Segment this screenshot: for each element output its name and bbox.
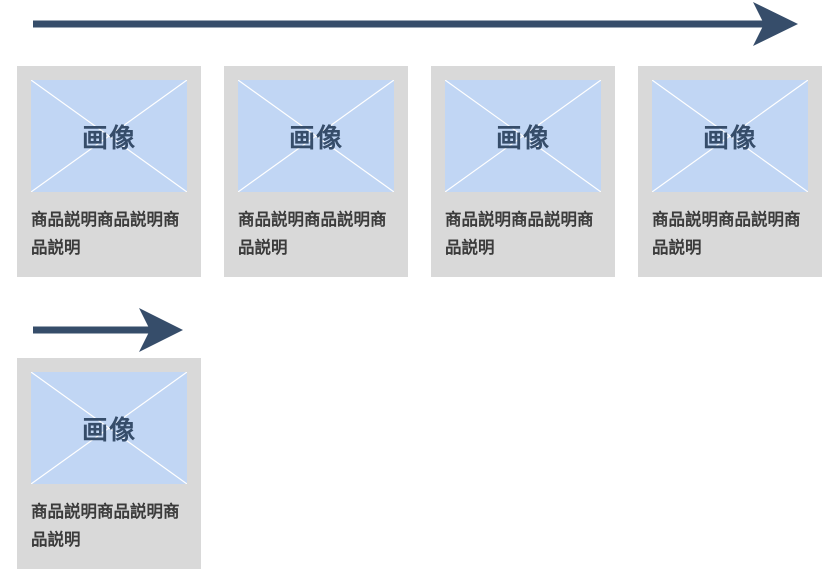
product-card[interactable]: 画像 商品説明商品説明商品説明 <box>17 66 201 277</box>
product-card[interactable]: 画像 商品説明商品説明商品説明 <box>224 66 408 277</box>
image-placeholder: 画像 <box>445 80 601 192</box>
product-description: 商品説明商品説明商品説明 <box>31 210 180 257</box>
product-card[interactable]: 画像 商品説明商品説明商品説明 <box>431 66 615 277</box>
flow-arrow-row1 <box>33 2 798 46</box>
image-label: 画像 <box>288 123 343 154</box>
image-label: 画像 <box>81 415 136 446</box>
image-label: 画像 <box>81 123 136 154</box>
product-description: 商品説明商品説明商品説明 <box>652 210 801 257</box>
placeholder-cross-icon <box>31 80 187 192</box>
placeholder-cross-icon <box>445 80 601 192</box>
flow-arrow-row2 <box>33 308 183 352</box>
product-card[interactable]: 画像 商品説明商品説明商品説明 <box>17 358 201 569</box>
product-description: 商品説明商品説明商品説明 <box>31 502 180 549</box>
image-placeholder: 画像 <box>31 80 187 192</box>
image-placeholder: 画像 <box>31 372 187 484</box>
image-label: 画像 <box>495 123 550 154</box>
product-card[interactable]: 画像 商品説明商品説明商品説明 <box>638 66 822 277</box>
product-description: 商品説明商品説明商品説明 <box>445 210 594 257</box>
image-placeholder: 画像 <box>238 80 394 192</box>
placeholder-cross-icon <box>238 80 394 192</box>
image-label: 画像 <box>702 123 757 154</box>
placeholder-cross-icon <box>652 80 808 192</box>
image-placeholder: 画像 <box>652 80 808 192</box>
placeholder-cross-icon <box>31 372 187 484</box>
product-description: 商品説明商品説明商品説明 <box>238 210 387 257</box>
